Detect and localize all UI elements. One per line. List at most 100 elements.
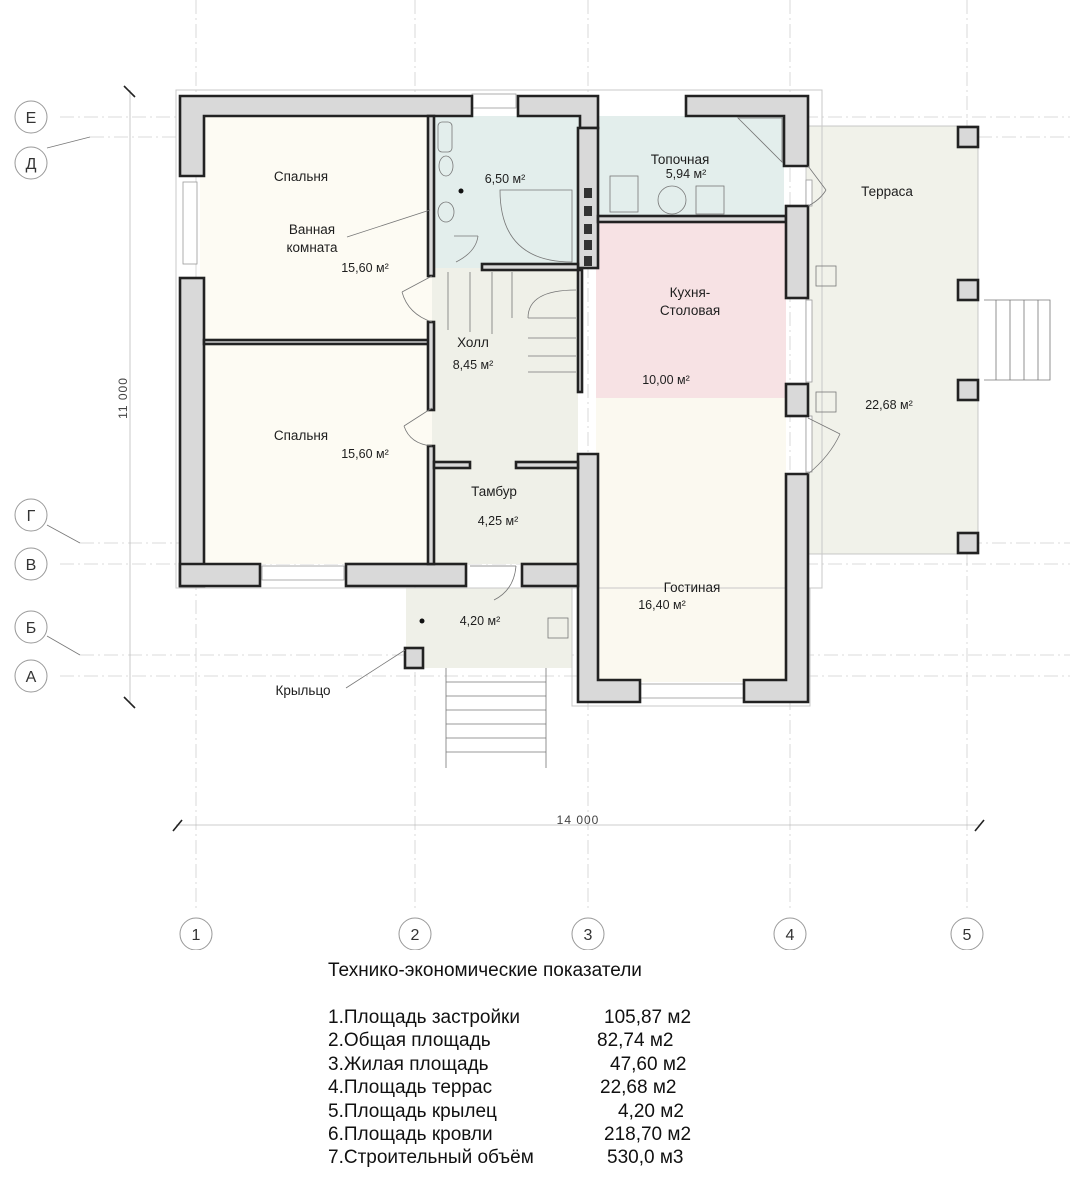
dimension-width: 14 000: [172, 813, 985, 832]
wall-between-bedrooms: [202, 338, 434, 346]
wall-east-mid: [784, 382, 810, 418]
label-boiler: Топочная: [651, 152, 710, 167]
room-floors: [200, 116, 979, 682]
floor-bedroom-bottom: [200, 344, 432, 564]
area-bathroom: 15,60 м²: [341, 261, 389, 275]
axis-bubble-4: 4: [773, 917, 807, 950]
area-boiler: 5,94 м²: [666, 167, 707, 181]
label-bathroom-1: Ванная: [289, 222, 335, 237]
label-kitchen-2: Столовая: [660, 303, 720, 318]
wall-wc-west: [426, 114, 436, 278]
indicator-row: 4.Площадь террас 22,68 м2: [328, 1077, 677, 1099]
axis-letter-bubbles: Е Д Г В Б А: [14, 100, 91, 693]
floor-living: [596, 398, 786, 682]
floor-boiler: [596, 116, 784, 220]
axis-bubble-e: Е: [14, 100, 48, 134]
wall-north-left: [178, 94, 474, 178]
axis-bubble-g: Г: [14, 498, 48, 532]
axis-bubble-2: 2: [398, 917, 432, 950]
terrace-posts: [403, 125, 980, 670]
svg-text:4: 4: [786, 927, 795, 944]
svg-text:2: 2: [411, 927, 420, 944]
wall-south-vestibule: [520, 562, 580, 588]
area-terrace: 22,68 м²: [865, 398, 913, 412]
doors: [401, 165, 841, 601]
area-vestibule: 4,25 м²: [478, 514, 519, 528]
axis-number-bubbles: 1 2 3 4 5: [179, 917, 984, 950]
wall-boiler-south: [596, 214, 788, 224]
indicator-row: 6.Площадь кровли 218,70 м2: [328, 1123, 692, 1145]
technical-indicators: Технико-экономические показатели 1.Площа…: [300, 960, 820, 1170]
indicator-row: 1.Площадь застройки 105,87 м2: [328, 1007, 692, 1028]
wall-north-right: [684, 94, 810, 168]
svg-text:3: 3: [584, 927, 593, 944]
walls: [178, 94, 810, 704]
label-vestibule: Тамбур: [471, 484, 517, 499]
window-bedroom-south: [261, 565, 345, 581]
axis-bubble-v: В: [14, 547, 48, 581]
svg-text:5: 5: [963, 927, 972, 944]
window-bedroom-top: [182, 181, 198, 265]
label-bedroom-top: Спальня: [274, 169, 328, 184]
axis-bubble-d: Д: [14, 146, 48, 180]
floor-kitchen: [596, 222, 786, 398]
svg-text:Е: Е: [26, 110, 37, 127]
area-wc: 6,50 м²: [485, 172, 526, 186]
wall-hall-north: [480, 262, 580, 272]
indicator-row: 3.Жилая площадь 47,60 м2: [328, 1053, 687, 1075]
label-porch: Крыльцо: [275, 683, 330, 698]
wall-hall-west: [426, 320, 436, 412]
label-bedroom-bottom: Спальня: [274, 428, 328, 443]
bathtub-icon: [499, 189, 573, 263]
fixtures: [419, 117, 837, 639]
label-terrace: Терраса: [861, 184, 913, 199]
axis-bubble-3: 3: [571, 917, 605, 950]
svg-text:Д: Д: [26, 156, 37, 173]
wall-west: [178, 276, 206, 588]
leader-porch: [345, 649, 406, 689]
axis-bubble-1: 1: [179, 917, 213, 950]
floor-plan: Е Д Г В Б А 1 2 3 4 5 11 000 14 000: [14, 0, 1070, 950]
window-living: [639, 683, 745, 699]
wall-vestibule-north-l: [432, 460, 472, 470]
indicator-row: 7.Строительный объём 530,0 м3: [328, 1147, 684, 1169]
label-hall: Холл: [457, 335, 489, 350]
wall-living-west: [576, 452, 642, 704]
label-bathroom-2: комната: [286, 240, 338, 255]
svg-text:А: А: [26, 669, 37, 686]
shower-icon: [737, 117, 783, 163]
wall-south-mid: [344, 562, 468, 588]
area-kitchen: 10,00 м²: [642, 373, 690, 387]
area-porch: 4,20 м²: [460, 614, 501, 628]
dimension-height: 11 000: [116, 85, 136, 709]
floor-vestibule: [432, 464, 578, 564]
floor-porch: [406, 588, 572, 668]
floor-hall: [432, 268, 578, 464]
stairs: [445, 272, 1051, 768]
sink-icon: [437, 201, 455, 223]
svg-text:11 000: 11 000: [116, 377, 130, 419]
area-bedroom-bottom: 15,60 м²: [341, 447, 389, 461]
axis-bubble-b: Б: [14, 610, 48, 644]
axis-bubble-a: А: [14, 659, 48, 693]
boiler-icon: [609, 175, 639, 213]
leader-bathroom: [346, 209, 431, 238]
wall-hall-east: [576, 268, 584, 394]
floor-terrace: [805, 125, 979, 555]
area-living: 16,40 м²: [638, 598, 686, 612]
wall-south-sw: [178, 562, 262, 588]
wall-east-upper: [784, 204, 810, 300]
wall-vestibule-north-r: [514, 460, 580, 470]
svg-text:В: В: [26, 557, 37, 574]
label-kitchen-1: Кухня-: [670, 285, 711, 300]
toilet-icon: [437, 121, 453, 153]
indicator-row: 2.Общая площадь 82,74 м2: [328, 1030, 674, 1052]
area-hall: 8,45 м²: [453, 358, 494, 372]
label-living: Гостиная: [664, 580, 721, 595]
indicator-row: 5.Площадь крылец 4,20 м2: [328, 1100, 684, 1122]
indicators-title: Технико-экономические показатели: [328, 960, 642, 981]
svg-text:14 000: 14 000: [557, 813, 600, 827]
floor-wc: [432, 116, 582, 268]
svg-text:1: 1: [192, 927, 201, 944]
